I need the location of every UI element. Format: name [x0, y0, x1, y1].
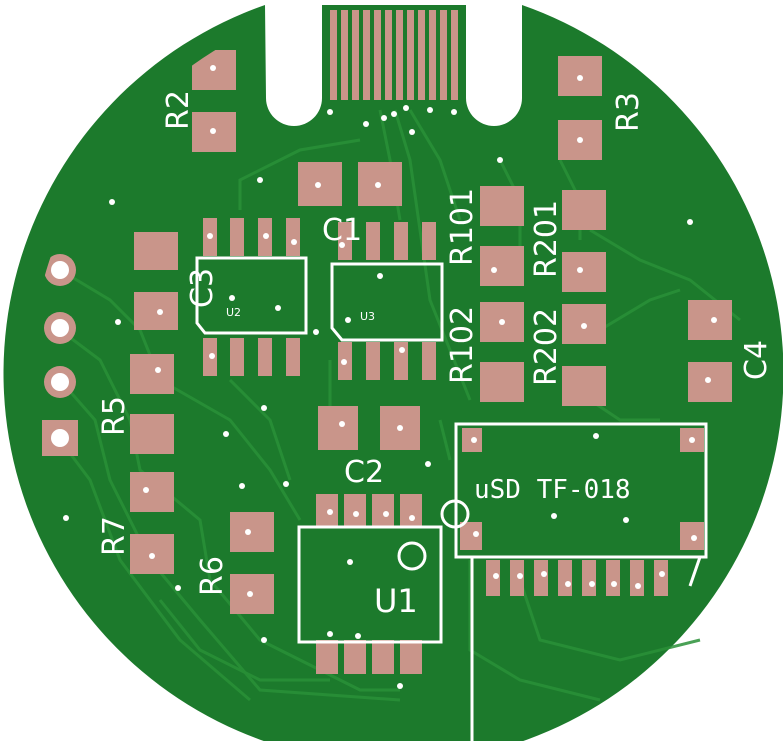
label-r102: R102 [445, 306, 480, 384]
silkscreen-labels: R2 R3 C1 C3 R101 R102 R201 R202 C4 R5 R7… [97, 90, 774, 620]
label-r6: R6 [195, 556, 230, 596]
usb-connector-pads [330, 10, 458, 100]
label-u2: U2 [226, 306, 241, 319]
label-u1: U1 [374, 582, 418, 620]
silkscreen-outlines [195, 256, 708, 741]
label-c3: C3 [185, 268, 220, 308]
label-r201: R201 [529, 200, 564, 278]
label-r101: R101 [445, 188, 480, 266]
header-holes [44, 254, 76, 447]
label-r202: R202 [529, 308, 564, 386]
component-pads [42, 50, 732, 614]
usd-corner-line [688, 556, 702, 587]
label-c4: C4 [739, 340, 774, 380]
u2-outline [195, 256, 308, 335]
label-u3: U3 [360, 310, 375, 323]
label-r3: R3 [611, 92, 646, 132]
u3-pads [338, 222, 436, 380]
usd-outline [454, 422, 708, 559]
u1-pads [316, 494, 422, 674]
label-usd: uSD TF-018 [474, 475, 631, 505]
label-r2: R2 [161, 90, 196, 130]
u1-pin1-marker [397, 541, 427, 571]
usd-pads [460, 428, 704, 596]
u1-outline [297, 525, 443, 644]
vias [63, 65, 717, 689]
label-r7: R7 [97, 516, 132, 556]
u3-outline [330, 262, 444, 342]
label-r5: R5 [97, 396, 132, 436]
usd-marker [440, 499, 470, 529]
label-c1: C1 [322, 213, 362, 248]
label-c2: C2 [344, 455, 384, 490]
